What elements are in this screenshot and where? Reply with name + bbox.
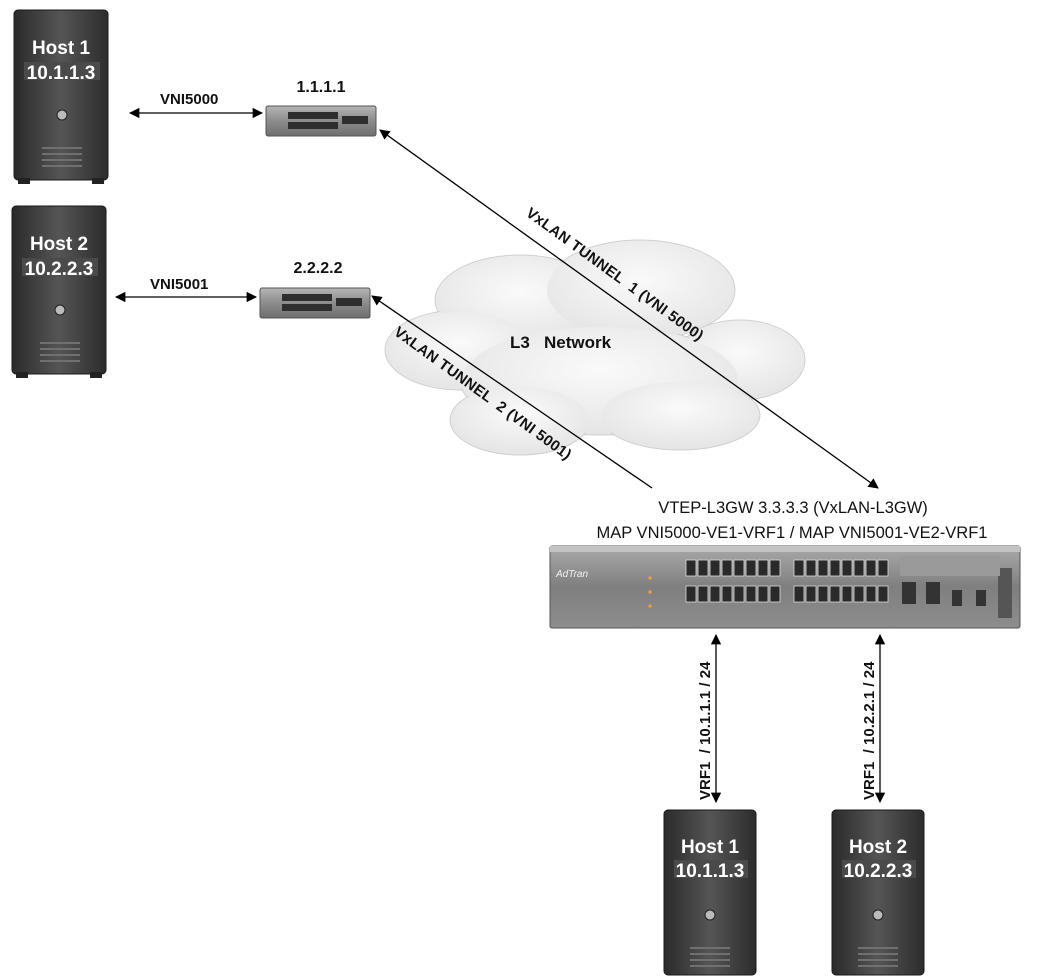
switch-port xyxy=(817,585,829,603)
host2-name: Host 2 xyxy=(30,234,88,255)
switch-port xyxy=(769,585,781,603)
switch-port xyxy=(829,585,841,603)
gateway-brand: AdTran xyxy=(555,569,588,580)
switch-port xyxy=(793,585,805,603)
switch-port xyxy=(685,559,697,577)
vtep-l3gw-switch: AdTran xyxy=(549,545,1021,629)
switch-port xyxy=(757,585,769,603)
switch-port xyxy=(877,585,889,603)
switch-port xyxy=(733,559,745,577)
switch-port xyxy=(733,585,745,603)
switch-port xyxy=(865,585,877,603)
host2-server-left: Host 2 10.2.2.3 xyxy=(11,205,107,378)
switch-port xyxy=(757,559,769,577)
host2-server-bottom: Host 2 10.2.2.3 xyxy=(831,809,925,976)
tunnel2-line xyxy=(371,295,653,489)
switch-port xyxy=(853,585,865,603)
host1-bottom-name: Host 1 xyxy=(681,837,740,858)
switch-port xyxy=(697,585,709,603)
vrf-right-label: VRF1 / 10.2.2.1 / 24 xyxy=(861,661,878,800)
host1-server-bottom: Host 1 10.1.1.3 xyxy=(663,809,757,976)
vni5000-label: VNI5000 xyxy=(160,91,218,108)
vrf-left-label: VRF1 / 10.1.1.1 / 24 xyxy=(697,661,714,800)
host2-bottom-ip: 10.2.2.3 xyxy=(844,861,913,882)
vtep-switch-1: 1.1.1.1 xyxy=(265,79,377,137)
tunnel1-line xyxy=(379,129,879,489)
vni5001-label: VNI5001 xyxy=(150,276,208,293)
cloud-label: L3 Network xyxy=(510,333,612,352)
switch-port xyxy=(805,559,817,577)
host2-ip: 10.2.2.3 xyxy=(25,259,94,280)
gateway-mapping: MAP VNI5000-VE1-VRF1 / MAP VNI5001-VE2-V… xyxy=(597,524,988,542)
port-block-2 xyxy=(793,559,889,603)
switch-port xyxy=(805,585,817,603)
switch-port xyxy=(853,559,865,577)
switch-port xyxy=(769,559,781,577)
switch-port xyxy=(841,585,853,603)
port-block-1 xyxy=(685,559,781,603)
switch-port xyxy=(817,559,829,577)
switch-port xyxy=(841,559,853,577)
switch-port xyxy=(709,585,721,603)
gateway-title: VTEP-L3GW 3.3.3.3 (VxLAN-L3GW) xyxy=(658,499,928,517)
switch-port xyxy=(697,559,709,577)
host2-bottom-name: Host 2 xyxy=(849,837,907,858)
switch-port xyxy=(877,559,889,577)
host1-bottom-ip: 10.1.1.3 xyxy=(676,861,745,882)
switch-port xyxy=(745,559,757,577)
switch-port xyxy=(865,559,877,577)
switch-port xyxy=(685,585,697,603)
switch-port xyxy=(721,585,733,603)
switch-port xyxy=(793,559,805,577)
switch-port xyxy=(709,559,721,577)
switch1-ip: 1.1.1.1 xyxy=(297,79,346,96)
host1-server-left: Host 1 10.1.1.3 xyxy=(13,9,109,184)
vtep-switch-2: 2.2.2.2 xyxy=(259,260,371,319)
switch-port xyxy=(745,585,757,603)
switch-port xyxy=(721,559,733,577)
switch-port xyxy=(829,559,841,577)
switch2-ip: 2.2.2.2 xyxy=(294,260,343,277)
host1-name: Host 1 xyxy=(32,38,91,59)
host1-ip: 10.1.1.3 xyxy=(27,63,96,84)
